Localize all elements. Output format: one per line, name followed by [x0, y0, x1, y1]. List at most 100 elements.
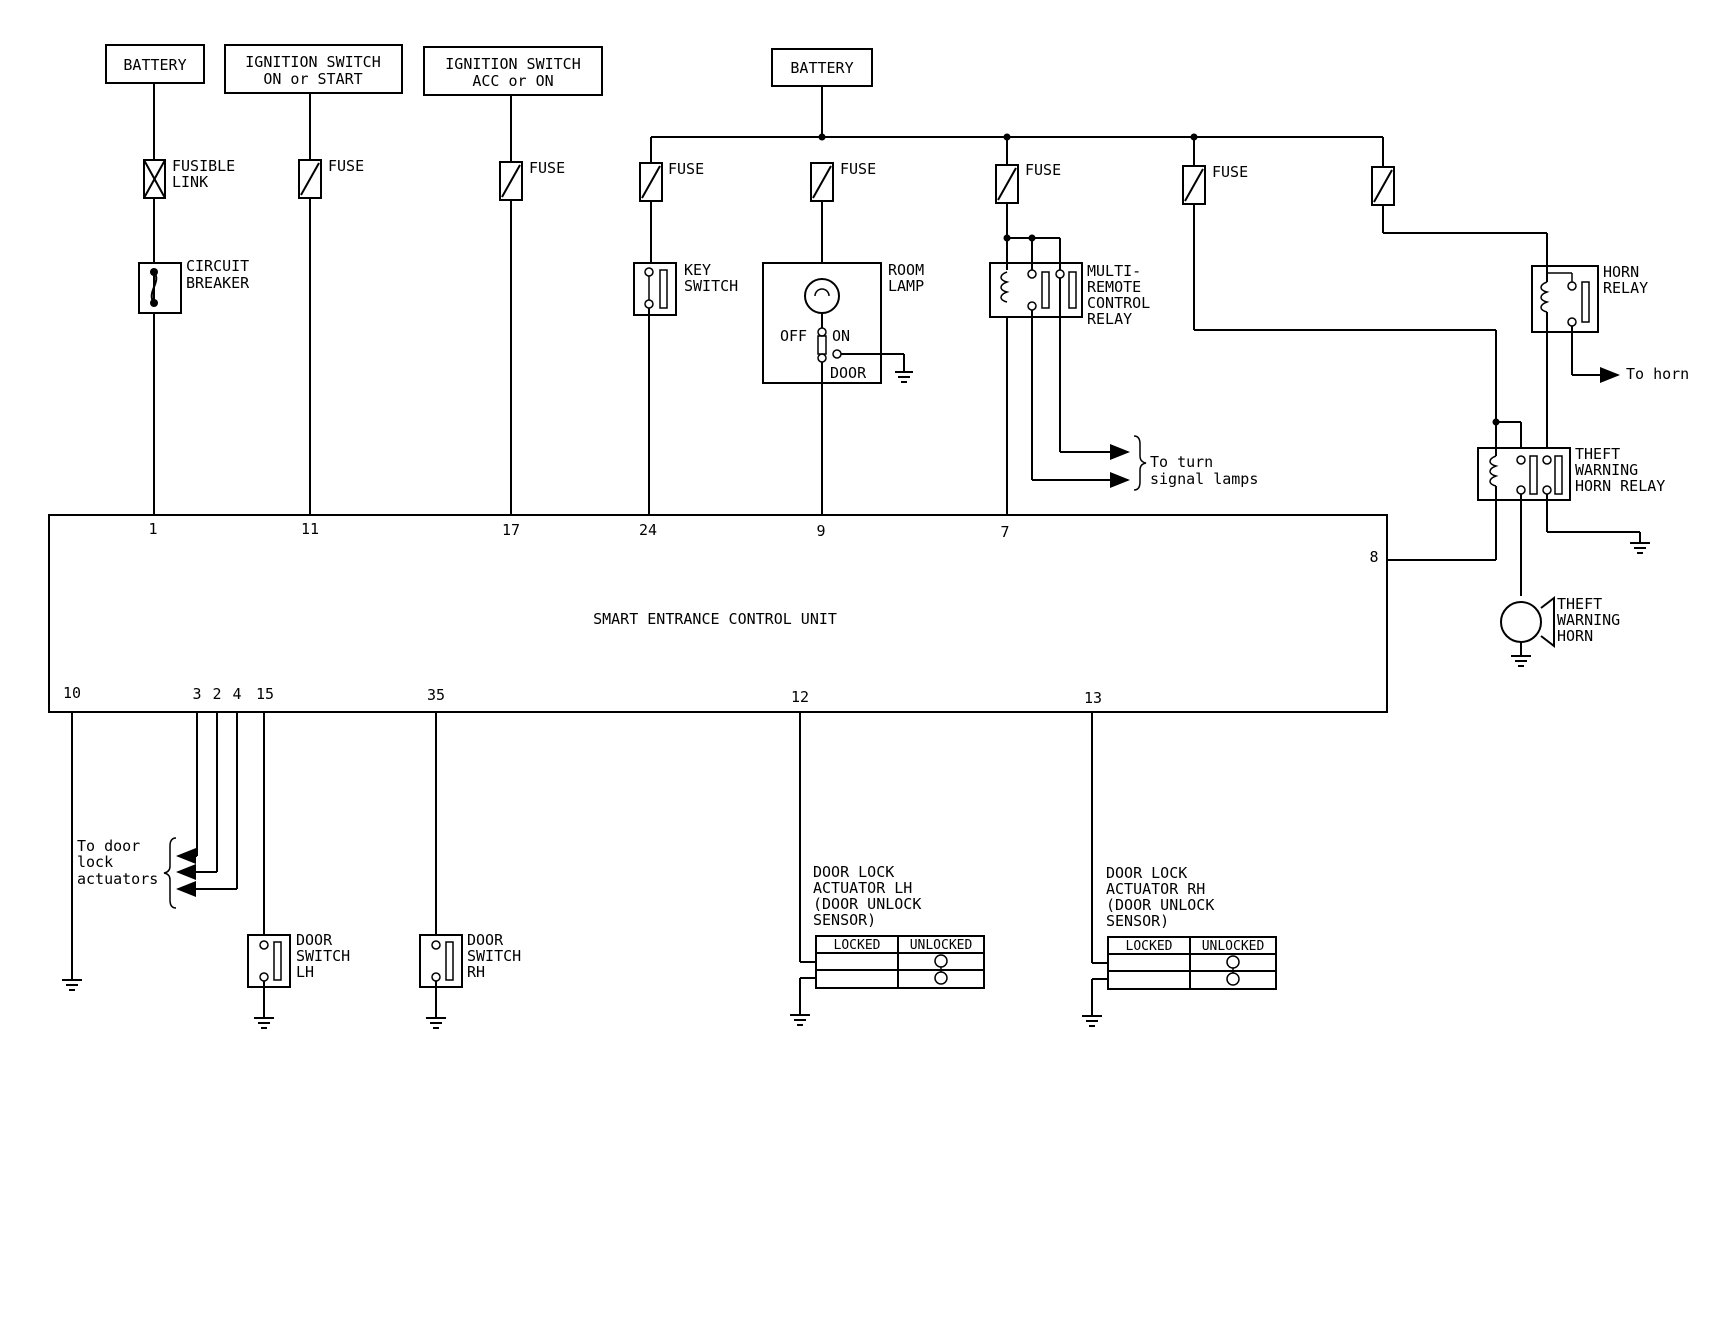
svg-text:RELAY: RELAY: [1087, 310, 1132, 328]
svg-text:DOOR: DOOR: [296, 931, 333, 949]
svg-text:24: 24: [639, 521, 657, 539]
tw-relay-feed: FUSE: [1182, 163, 1497, 422]
horn-relay-circuit: HORN RELAY To horn: [1371, 166, 1689, 456]
circuit-pin-12: LOCKED UNLOCKED DOOR LOCK ACTUATOR LH (D…: [790, 712, 985, 1026]
svg-text:THEFT: THEFT: [1557, 595, 1602, 613]
svg-text:ACTUATOR RH: ACTUATOR RH: [1106, 880, 1205, 898]
svg-text:7: 7: [1000, 523, 1009, 541]
svg-text:WARNING: WARNING: [1557, 611, 1620, 629]
svg-text:17: 17: [502, 521, 520, 539]
battery-right: BATTERY: [771, 48, 873, 87]
circuit-pin-9: FUSE ROOM LAMP OFF ON DOOR: [762, 160, 924, 515]
svg-text:OFF: OFF: [780, 327, 807, 345]
circuit-pin-10: [62, 712, 82, 991]
svg-text:MULTI-: MULTI-: [1087, 262, 1141, 280]
circuit-pin-7: FUSE MULTI- REMOTE CONTROL RELAY To turn…: [989, 161, 1258, 515]
svg-text:12: 12: [791, 688, 809, 706]
door-switch-lh-icon: [247, 934, 291, 988]
svg-text:ACC or ON: ACC or ON: [472, 72, 553, 90]
svg-text:BREAKER: BREAKER: [186, 274, 250, 292]
svg-text:8: 8: [1369, 548, 1378, 566]
circuit-pin-24: FUSE KEY SWITCH: [633, 160, 738, 515]
svg-text:SENSOR): SENSOR): [813, 911, 876, 929]
circuit-pin-17: FUSE: [499, 95, 565, 515]
door-lock-actuator-leads: To door lock actuators: [77, 712, 238, 909]
smart-entrance-control-unit: SMART ENTRANCE CONTROL UNIT 1 11 17 24 9…: [48, 514, 1388, 713]
svg-text:BATTERY: BATTERY: [790, 59, 853, 77]
svg-text:FUSE: FUSE: [529, 159, 565, 177]
svg-text:FUSE: FUSE: [1212, 163, 1248, 181]
svg-text:RELAY: RELAY: [1603, 279, 1648, 297]
svg-text:FUSE: FUSE: [840, 160, 876, 178]
key-switch-icon: [633, 262, 677, 316]
svg-text:SENSOR): SENSOR): [1106, 912, 1169, 930]
svg-text:LOCKED: LOCKED: [1126, 939, 1173, 954]
svg-text:To door: To door: [77, 837, 140, 855]
svg-text:10: 10: [63, 684, 81, 702]
circuit-pin-11: FUSE: [298, 93, 364, 515]
svg-text:DOOR: DOOR: [467, 931, 504, 949]
battery-left: BATTERY: [105, 44, 205, 84]
svg-text:actuators: actuators: [77, 870, 158, 888]
svg-text:FUSE: FUSE: [1025, 161, 1061, 179]
svg-text:15: 15: [256, 685, 274, 703]
svg-text:(DOOR UNLOCK: (DOOR UNLOCK: [813, 895, 921, 913]
door-switch-rh-icon: [419, 934, 463, 988]
svg-text:11: 11: [301, 520, 319, 538]
svg-text:ROOM: ROOM: [888, 261, 924, 279]
svg-text:SWITCH: SWITCH: [296, 947, 350, 965]
svg-text:THEFT: THEFT: [1575, 445, 1620, 463]
svg-text:SWITCH: SWITCH: [684, 277, 738, 295]
circuit-breaker-icon: [138, 262, 182, 314]
ignition-switch-on-start: IGNITION SWITCH ON or START: [224, 44, 403, 94]
svg-text:UNLOCKED: UNLOCKED: [910, 938, 973, 953]
svg-text:4: 4: [232, 685, 241, 703]
svg-text:ON or START: ON or START: [263, 70, 362, 88]
svg-text:LAMP: LAMP: [888, 277, 924, 295]
svg-text:9: 9: [816, 522, 825, 540]
svg-text:LOCKED: LOCKED: [834, 938, 881, 953]
svg-text:BATTERY: BATTERY: [123, 56, 186, 74]
svg-text:HORN RELAY: HORN RELAY: [1575, 477, 1665, 495]
svg-text:DOOR LOCK: DOOR LOCK: [813, 863, 894, 881]
svg-text:FUSIBLE: FUSIBLE: [172, 157, 235, 175]
horn-relay-icon: [1531, 265, 1599, 333]
theft-warning-horn-relay: THEFT WARNING HORN RELAY: [1387, 418, 1665, 596]
svg-text:UNLOCKED: UNLOCKED: [1202, 939, 1265, 954]
theft-warning-horn: THEFT WARNING HORN: [1500, 595, 1620, 667]
svg-text:KEY: KEY: [684, 261, 711, 279]
svg-text:ON: ON: [832, 327, 850, 345]
svg-text:SWITCH: SWITCH: [467, 947, 521, 965]
svg-text:DOOR LOCK: DOOR LOCK: [1106, 864, 1187, 882]
svg-text:2: 2: [212, 685, 221, 703]
ignition-switch-acc-on: IGNITION SWITCH ACC or ON: [423, 46, 603, 96]
horn-icon: [1500, 601, 1542, 643]
svg-text:LH: LH: [296, 963, 314, 981]
svg-text:SMART ENTRANCE CONTROL UNIT: SMART ENTRANCE CONTROL UNIT: [593, 610, 837, 628]
svg-text:CIRCUIT: CIRCUIT: [186, 257, 249, 275]
door-lock-actuator-lh-table: [815, 935, 985, 989]
circuit-pin-13: LOCKED UNLOCKED DOOR LOCK ACTUATOR RH (D…: [1082, 712, 1277, 1027]
svg-text:To turn: To turn: [1150, 453, 1213, 471]
door-lock-actuator-rh-table: [1107, 936, 1277, 990]
circuit-pin-15: DOOR SWITCH LH: [247, 712, 350, 1029]
svg-text:To horn: To horn: [1626, 365, 1689, 383]
svg-text:LINK: LINK: [172, 173, 208, 191]
svg-text:WARNING: WARNING: [1575, 461, 1638, 479]
svg-text:FUSE: FUSE: [668, 160, 704, 178]
battery-bus: [650, 86, 1384, 167]
svg-text:(DOOR UNLOCK: (DOOR UNLOCK: [1106, 896, 1214, 914]
svg-text:FUSE: FUSE: [328, 157, 364, 175]
svg-text:ACTUATOR LH: ACTUATOR LH: [813, 879, 912, 897]
svg-text:signal lamps: signal lamps: [1150, 470, 1258, 488]
svg-text:1: 1: [148, 520, 157, 538]
svg-text:HORN: HORN: [1603, 263, 1639, 281]
svg-text:CONTROL: CONTROL: [1087, 294, 1150, 312]
svg-text:IGNITION SWITCH: IGNITION SWITCH: [445, 55, 580, 73]
svg-text:DOOR: DOOR: [830, 364, 867, 382]
svg-text:REMOTE: REMOTE: [1087, 278, 1141, 296]
svg-text:3: 3: [192, 685, 201, 703]
svg-text:RH: RH: [467, 963, 485, 981]
svg-text:35: 35: [427, 686, 445, 704]
